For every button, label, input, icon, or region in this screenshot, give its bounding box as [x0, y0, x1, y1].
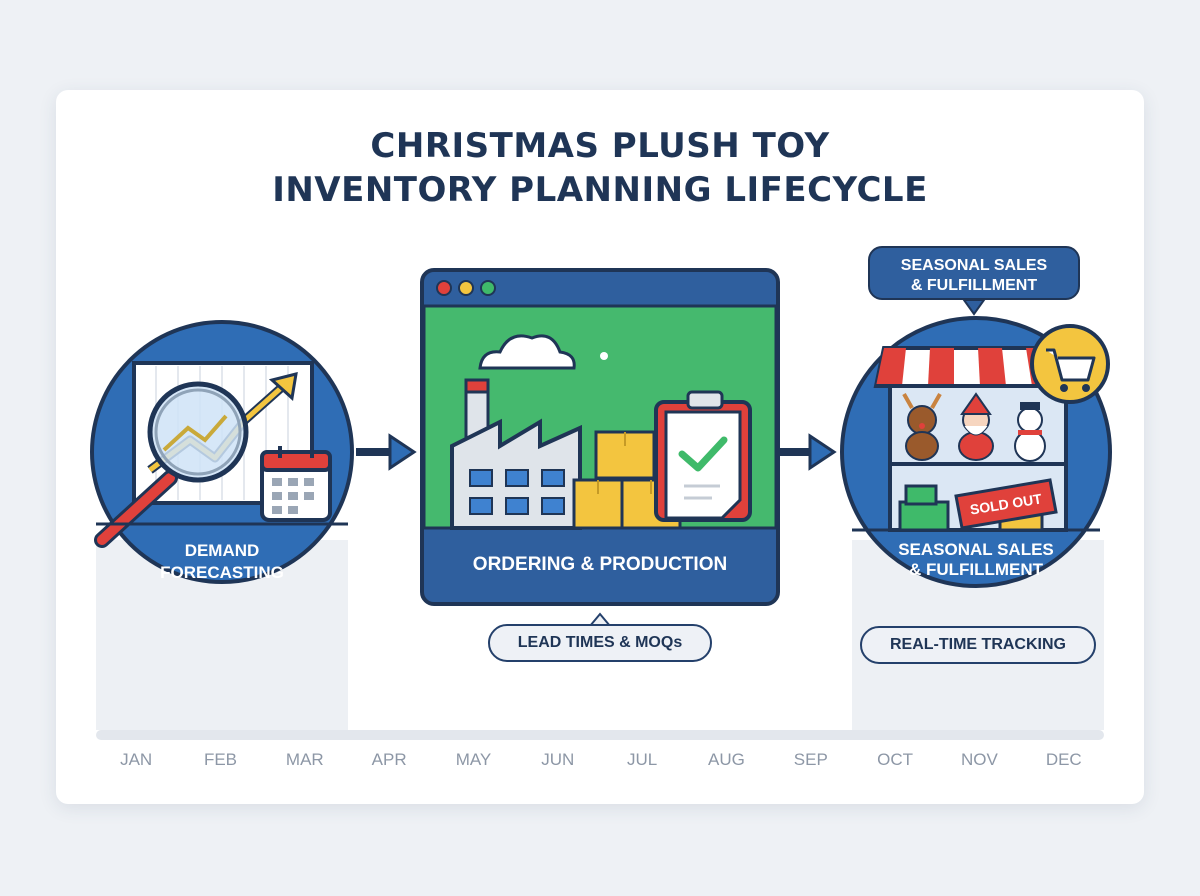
production-caption: ORDERING & PRODUCTION: [472, 554, 728, 575]
sales-callout-line-1: SEASONAL SALES: [900, 257, 1048, 274]
month-label: JUL: [627, 750, 658, 769]
month-label: JUN: [541, 750, 575, 769]
timeline-months: JAN FEB MAR APR MAY JUN JUL AUG SEP OCT NOV DEC: [94, 750, 1106, 774]
santa-plush-icon: [958, 392, 994, 461]
sales-caption-line-1: SEASONAL SALES: [898, 540, 1054, 559]
title-line-1: CHRISTMAS PLUSH TOY: [370, 126, 830, 166]
window-close-dot: [436, 280, 452, 296]
cloud-icon: [478, 334, 608, 370]
month-label: MAR: [285, 750, 324, 769]
reindeer-plush-icon: [902, 393, 942, 461]
forecasting-caption: DEMAND FORECASTING: [132, 540, 312, 584]
sold-out-sign: SOLD OUT: [954, 478, 1058, 530]
calendar-icon: [260, 446, 332, 522]
diagram-title: CHRISTMAS PLUSH TOY INVENTORY PLANNING L…: [0, 124, 1200, 212]
window-minimize-dot: [458, 280, 474, 296]
month-label: FEB: [203, 750, 238, 769]
real-time-tracking-note: REAL-TIME TRACKING: [860, 626, 1096, 664]
sales-callout-line-2: & FULFILLMENT: [910, 277, 1038, 294]
month-label: DEC: [1045, 750, 1082, 769]
lead-times-note: LEAD TIMES & MOQs: [488, 624, 712, 662]
month-label: OCT: [877, 750, 914, 769]
month-label: SEP: [793, 750, 828, 769]
sales-caption: SEASONAL SALES & FULFILLMENT: [866, 540, 1086, 580]
clipboard-icon: [654, 390, 752, 522]
month-label: APR: [371, 750, 407, 769]
month-label: MAY: [455, 750, 492, 769]
sales-callout: SEASONAL SALES & FULFILLMENT: [868, 246, 1080, 300]
timeline-track: [96, 730, 1104, 740]
snowman-plush-icon: [1014, 402, 1046, 462]
month-label: JAN: [120, 750, 153, 769]
magnifier-icon: [94, 381, 249, 548]
month-label: NOV: [961, 750, 998, 769]
forecasting-caption-line-2: FORECASTING: [160, 563, 284, 582]
title-line-2: INVENTORY PLANNING LIFECYCLE: [272, 170, 928, 210]
window-maximize-dot: [480, 280, 496, 296]
sales-caption-line-2: & FULFILLMENT: [908, 560, 1044, 579]
month-label: AUG: [708, 750, 745, 769]
factory-icon: [450, 378, 582, 530]
cart-badge-icon: [1030, 324, 1110, 404]
forecasting-caption-line-1: DEMAND: [184, 541, 260, 560]
